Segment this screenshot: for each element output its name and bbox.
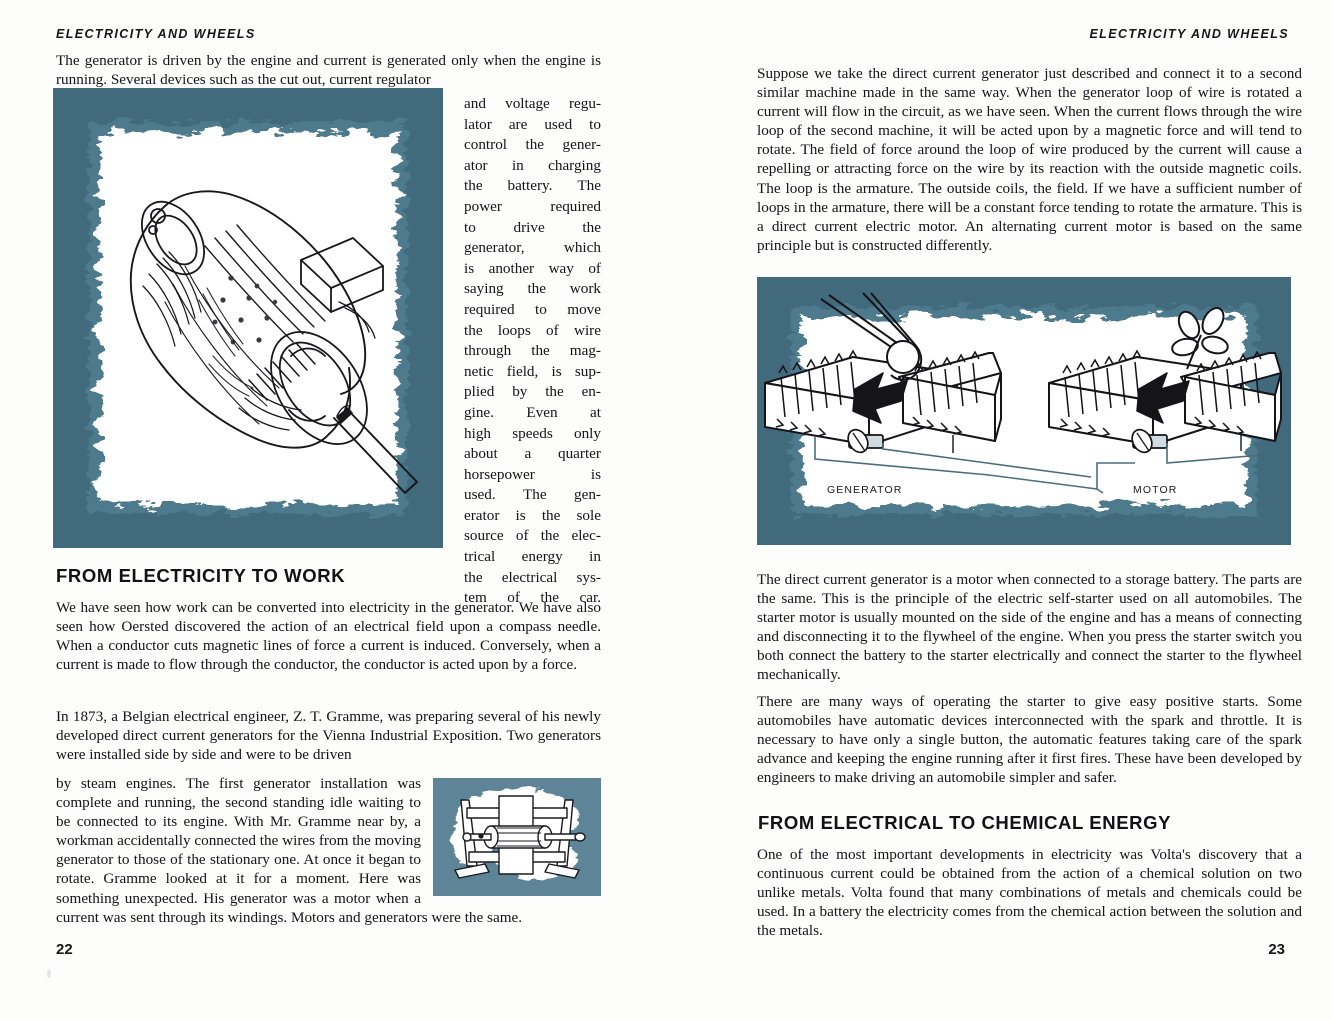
right-paragraph-2-block: The direct current generator is a motor … [757, 570, 1302, 685]
paragraph: Suppose we take the direct current gener… [757, 65, 1302, 254]
scan-artifact [47, 969, 51, 978]
left-paragraph-1-block: We have seen how work can be converted i… [56, 598, 601, 674]
paragraph: One of the most important developments i… [757, 846, 1302, 940]
inset-figure-wrapper [433, 778, 601, 896]
left-intro-paragraph: The generator is driven by the engine an… [56, 51, 601, 89]
paragraph: There are many ways of operating the sta… [757, 693, 1302, 787]
paragraph: by steam engines. The first generator in… [56, 775, 523, 926]
wrap-line: generator,which [464, 239, 601, 257]
wrap-line: tem of the car. [464, 589, 601, 607]
generator-illustration-svg [53, 88, 443, 548]
section-heading-from-electricity-to-work: FROM ELECTRICITY TO WORK [56, 565, 346, 586]
generator-motor-diagram-plate: GENERATOR MOTOR [757, 277, 1291, 545]
right-paragraph-1-block: Suppose we take the direct current gener… [757, 64, 1302, 255]
page-right: ELECTRICITY AND WHEELS Suppose we take t… [666, 0, 1332, 1020]
folio-page-22: 22 [56, 941, 73, 958]
paragraph: In 1873, a Belgian electrical engineer, … [56, 708, 601, 764]
generator-illustration-plate [53, 88, 443, 548]
gramme-generator-inset-svg [433, 778, 601, 896]
diagram-label-motor: MOTOR [1133, 484, 1177, 496]
page-left: ELECTRICITY AND WHEELS The generator is … [47, 27, 601, 978]
paragraph: We have seen how work can be converted i… [56, 599, 601, 674]
generator-motor-diagram-svg: GENERATOR MOTOR [757, 277, 1291, 545]
running-head-right: ELECTRICITY AND WHEELS [1089, 27, 1289, 41]
gramme-generator-inset-plate [433, 778, 601, 896]
paragraph: The generator is driven by the engine an… [56, 52, 601, 89]
running-head-left: ELECTRICITY AND WHEELS [56, 27, 256, 41]
right-paragraph-3-block: There are many ways of operating the sta… [757, 692, 1302, 787]
right-paragraph-4-block: One of the most important developments i… [757, 845, 1302, 940]
section-heading-from-electrical-to-chemical-energy: FROM ELECTRICAL TO CHEMICAL ENERGY [758, 812, 1172, 833]
paragraph: The direct current generator is a motor … [757, 571, 1302, 684]
diagram-label-generator: GENERATOR [827, 484, 902, 496]
left-paragraph-2-block: In 1873, a Belgian electrical engineer, … [56, 707, 601, 764]
left-paragraph-3-block: by steam engines. The first generator in… [56, 774, 601, 927]
folio-page-23: 23 [1268, 941, 1285, 958]
